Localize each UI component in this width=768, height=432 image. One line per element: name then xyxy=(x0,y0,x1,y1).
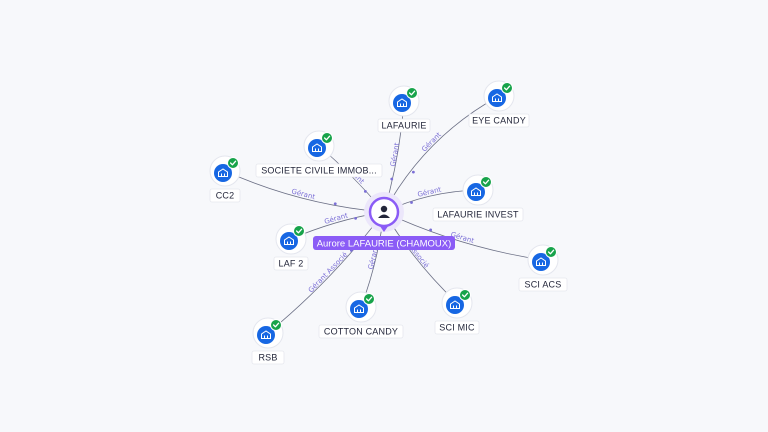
company-label-box xyxy=(273,256,309,271)
company-icon-circle xyxy=(488,89,506,107)
person-icon xyxy=(378,205,390,218)
edge-marker-lafaurie-invest xyxy=(410,201,413,204)
company-icon-circle xyxy=(350,300,368,318)
company-label-box xyxy=(468,113,530,128)
edge-marker-lafaurie xyxy=(390,177,394,181)
building-icon xyxy=(450,300,460,309)
company-label: SOCIETE CIVILE IMMOB... xyxy=(261,166,377,176)
center-label-box xyxy=(313,236,455,250)
edge-marker-eye-candy xyxy=(411,170,415,174)
edge-marker-laf2 xyxy=(354,216,357,220)
company-icon-circle xyxy=(446,296,464,314)
company-icon-circle xyxy=(467,183,485,201)
center-node[interactable]: Aurore LAFAURIE (CHAMOUX) xyxy=(313,192,455,250)
edge-label-rsb: Gérant Associé xyxy=(307,251,349,295)
verified-check-icon xyxy=(293,225,305,237)
building-icon xyxy=(354,304,364,313)
company-node-sci-acs[interactable]: SCI ACS xyxy=(518,244,568,292)
company-label-box xyxy=(377,118,431,133)
company-label-box xyxy=(209,188,241,203)
edge-label-cc2: Gérant xyxy=(291,187,317,201)
company-label: COTTON CANDY xyxy=(324,327,398,337)
company-label-box xyxy=(255,163,383,178)
company-node-lafaurie-invest[interactable]: LAFAURIE INVEST xyxy=(432,174,524,222)
building-icon xyxy=(471,187,481,196)
verified-check-icon xyxy=(459,289,471,301)
verified-check-icon xyxy=(270,319,282,331)
edge-label-lafaurie-invest: Gérant xyxy=(417,185,443,198)
company-label: SCI MIC xyxy=(439,323,475,333)
verified-check-icon xyxy=(406,87,418,99)
company-node-laf2[interactable]: LAF 2 xyxy=(273,223,309,271)
company-label: EYE CANDY xyxy=(472,116,526,126)
company-node-lafaurie[interactable]: LAFAURIE xyxy=(377,85,431,133)
company-label-box xyxy=(251,350,285,365)
company-label-box xyxy=(518,277,568,292)
company-node-cotton-candy[interactable]: COTTON CANDY xyxy=(318,291,404,339)
edge-label-eye-candy: Gérant xyxy=(420,131,443,154)
building-icon xyxy=(312,143,322,152)
company-icon-circle xyxy=(532,253,550,271)
company-node-sci-mic[interactable]: SCI MIC xyxy=(434,287,480,335)
edge-marker-societe-civile xyxy=(363,189,367,193)
company-label: LAFAURIE INVEST xyxy=(437,210,519,220)
company-node-eye-candy[interactable]: EYE CANDY xyxy=(468,80,530,128)
verified-check-icon xyxy=(501,82,513,94)
company-label: RSB xyxy=(258,353,277,363)
building-icon xyxy=(284,236,294,245)
company-label: LAFAURIE xyxy=(381,121,426,131)
company-label: LAF 2 xyxy=(278,259,303,269)
company-node-cc2[interactable]: CC2 xyxy=(209,155,241,203)
building-icon xyxy=(536,257,546,266)
company-icon-circle xyxy=(280,232,298,250)
verified-check-icon xyxy=(321,132,333,144)
edge-marker-cc2 xyxy=(333,202,337,206)
company-label-box xyxy=(434,320,480,335)
edge-label-laf2: Gérant xyxy=(323,211,349,225)
company-label-box xyxy=(432,207,524,222)
company-label: CC2 xyxy=(216,191,235,201)
verified-check-icon xyxy=(545,246,557,258)
center-label: Aurore LAFAURIE (CHAMOUX) xyxy=(317,239,452,250)
company-icon-circle xyxy=(393,94,411,112)
edge-label-lafaurie: Gérant xyxy=(389,142,401,167)
building-icon xyxy=(492,93,502,102)
building-icon xyxy=(218,168,228,177)
building-icon xyxy=(261,330,271,339)
company-icon-circle xyxy=(214,164,232,182)
verified-check-icon xyxy=(227,157,239,169)
edge-marker-sci-acs xyxy=(429,228,433,232)
company-node-rsb[interactable]: RSB xyxy=(251,317,285,365)
company-node-societe-civile[interactable]: SOCIETE CIVILE IMMOB... xyxy=(255,130,383,178)
company-icon-circle xyxy=(308,139,326,157)
verified-check-icon xyxy=(480,176,492,188)
company-icon-circle xyxy=(257,326,275,344)
nodes-layer: LAFAURIE EYE CANDY SOCIETE CIVILE IMMOB...… xyxy=(209,80,568,365)
company-label: SCI ACS xyxy=(525,280,562,290)
company-label-box xyxy=(318,324,404,339)
verified-check-icon xyxy=(363,293,375,305)
building-icon xyxy=(397,98,407,107)
